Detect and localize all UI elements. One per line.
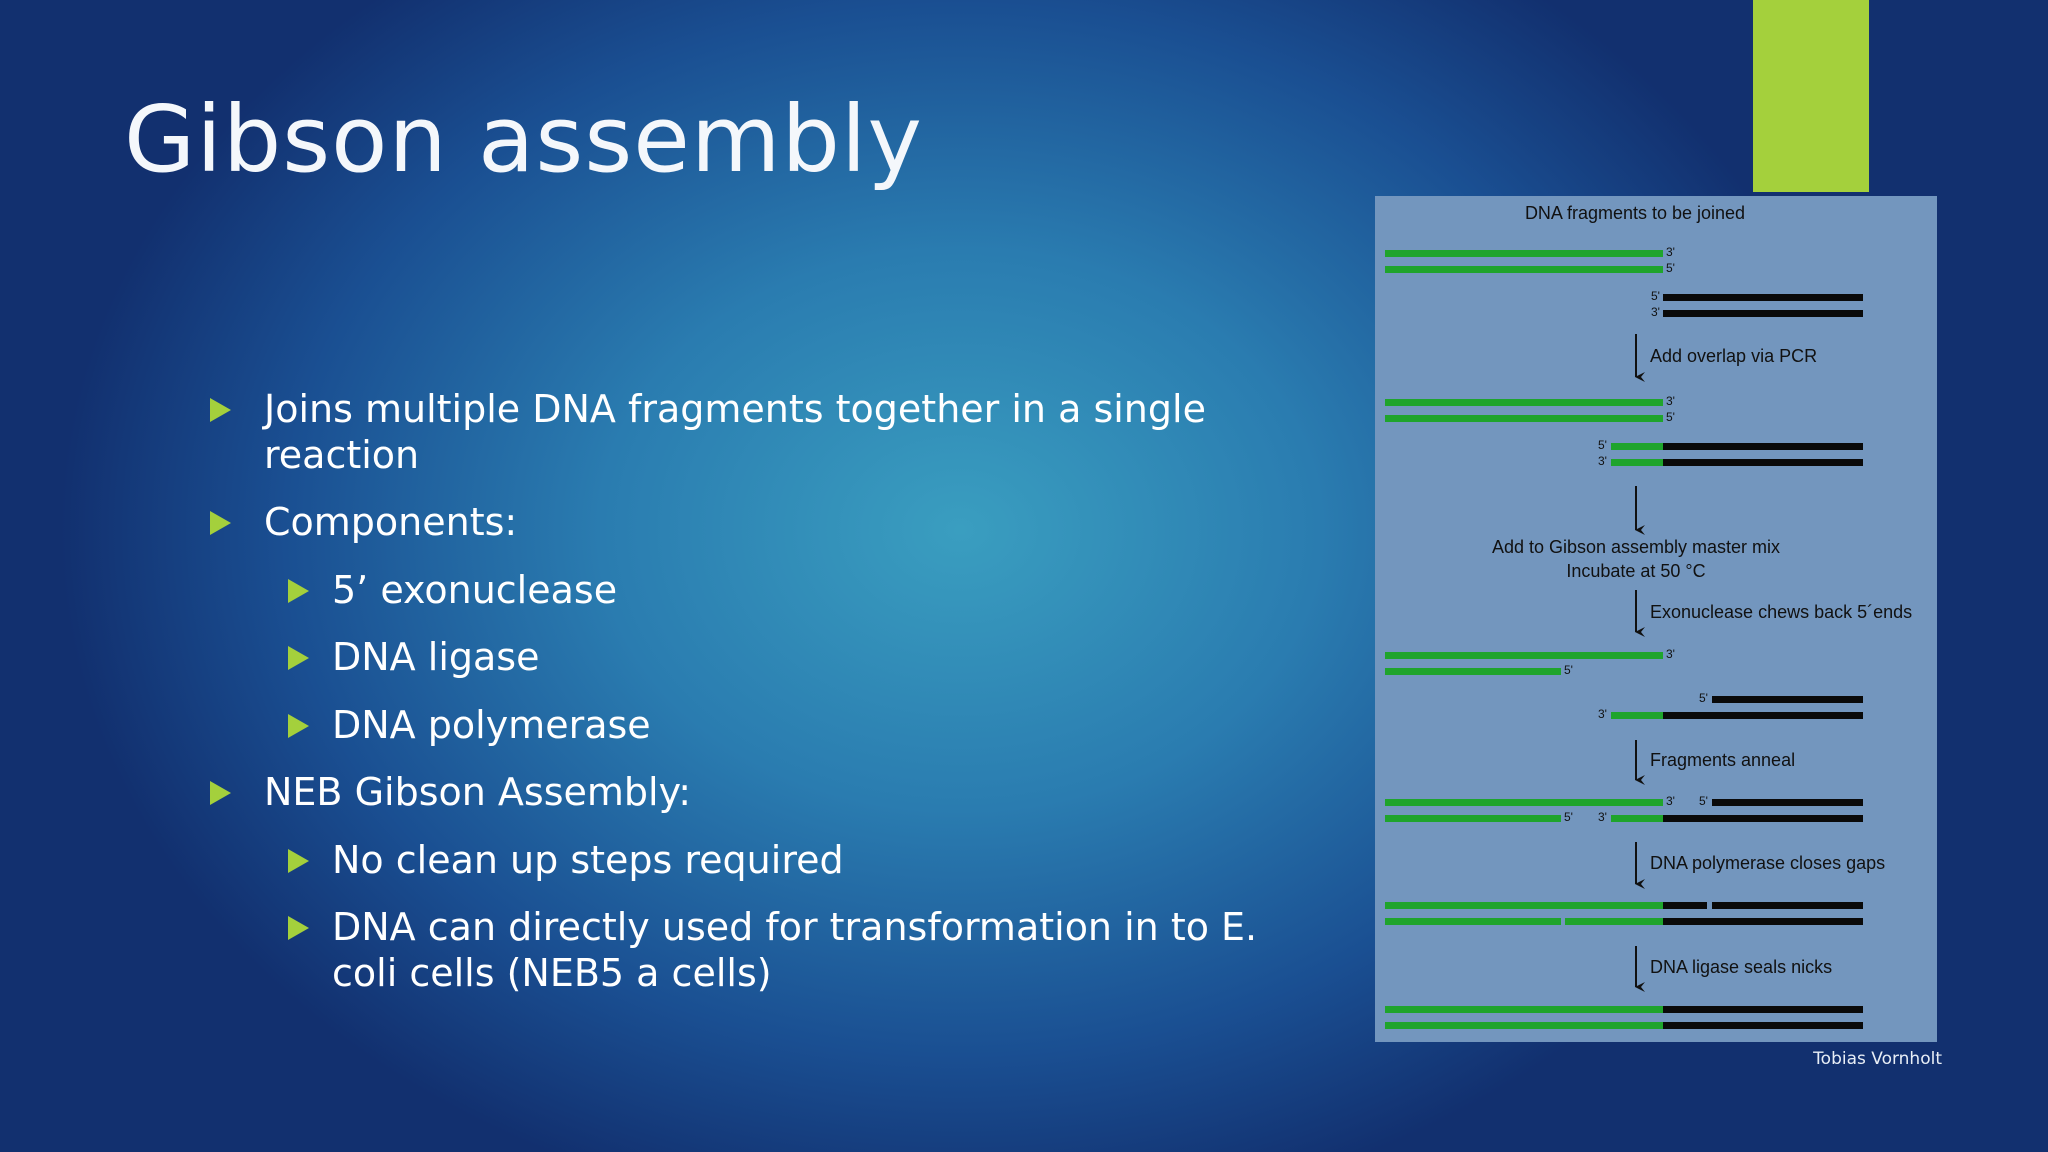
stage-sealed <box>1385 1006 1863 1029</box>
green-strand <box>1385 1022 1663 1029</box>
bullet-arrow-icon <box>288 579 309 603</box>
bullet-text: DNA can directly used for transformation… <box>332 905 1258 995</box>
green-strand <box>1385 815 1561 822</box>
end-label: 3' <box>1598 810 1607 824</box>
green-strand <box>1385 250 1663 257</box>
black-strand <box>1663 294 1863 301</box>
end-label: 5' <box>1564 663 1573 677</box>
step-label: Fragments anneal <box>1650 750 1795 770</box>
slide-title: Gibson assembly <box>124 86 923 193</box>
stage-gaps-closed <box>1385 902 1863 925</box>
green-overlap <box>1611 443 1663 450</box>
step-label: DNA ligase seals nicks <box>1650 957 1832 977</box>
end-label: 5' <box>1598 438 1607 452</box>
green-overlap <box>1611 815 1663 822</box>
bullet-arrow-icon <box>210 511 231 535</box>
bullet-item: Components: <box>210 499 1264 545</box>
black-strand <box>1712 696 1863 703</box>
black-strand <box>1663 459 1863 466</box>
green-strand <box>1385 918 1561 925</box>
green-strand <box>1385 902 1663 909</box>
green-strand <box>1565 918 1663 925</box>
bullet-item: Joins multiple DNA fragments together in… <box>210 386 1264 478</box>
black-strand <box>1663 902 1707 909</box>
end-label: 3' <box>1666 245 1675 259</box>
end-label: 3' <box>1666 794 1675 808</box>
black-strand <box>1712 902 1863 909</box>
end-label: 5' <box>1699 794 1708 808</box>
bullet-item: NEB Gibson Assembly: <box>210 769 1264 815</box>
sub-bullet-item: DNA polymerase <box>288 702 1332 748</box>
bullet-text: NEB Gibson Assembly: <box>264 770 692 814</box>
end-label: 3' <box>1598 454 1607 468</box>
step-label: Exonuclease chews back 5´ends <box>1650 602 1912 622</box>
green-overlap <box>1611 459 1663 466</box>
black-strand <box>1712 799 1863 806</box>
stage-chewed: 3' 5' 5' 3' <box>1385 647 1863 721</box>
green-strand <box>1385 799 1663 806</box>
end-label: 5' <box>1564 810 1573 824</box>
diagram-heading: DNA fragments to be joined <box>1525 203 1745 223</box>
end-label: 5' <box>1699 691 1708 705</box>
stage-overlap: 3' 5' 5' 3' <box>1385 394 1863 468</box>
bullet-text: DNA ligase <box>332 635 540 679</box>
green-strand <box>1385 668 1561 675</box>
bullet-text: 5’ exonuclease <box>332 568 618 612</box>
bullet-text: No clean up steps required <box>332 838 844 882</box>
stage-fragments: 3' 5' 5' 3' <box>1385 245 1863 319</box>
black-strand <box>1663 1022 1863 1029</box>
accent-bar <box>1753 0 1869 192</box>
green-strand <box>1385 266 1663 273</box>
end-label: 5' <box>1666 410 1675 424</box>
step-label: Incubate at 50 °C <box>1566 561 1705 581</box>
end-label: 3' <box>1651 305 1660 319</box>
black-strand <box>1663 815 1863 822</box>
step-label: Add to Gibson assembly master mix <box>1492 537 1780 557</box>
sub-bullet-item: DNA ligase <box>288 634 1332 680</box>
end-label: 3' <box>1666 647 1675 661</box>
step-label: Add overlap via PCR <box>1650 346 1817 366</box>
end-label: 3' <box>1666 394 1675 408</box>
image-credit: Tobias Vornholt <box>1813 1049 1942 1069</box>
sub-bullet-item: DNA can directly used for transformation… <box>288 904 1332 996</box>
bullet-list: Joins multiple DNA fragments together in… <box>210 386 1332 996</box>
bullet-arrow-icon <box>288 916 309 940</box>
green-strand <box>1385 415 1663 422</box>
stage-annealed: 3' 5' 5' 3' <box>1385 794 1863 824</box>
step-label: DNA polymerase closes gaps <box>1650 853 1885 873</box>
bullet-text: Components: <box>264 500 518 544</box>
end-label: 5' <box>1651 289 1660 303</box>
black-strand <box>1663 712 1863 719</box>
green-strand <box>1385 1006 1663 1013</box>
diagram-svg: DNA fragments to be joined 3' 5' 5' 3' A… <box>1385 203 1912 1029</box>
bullet-arrow-icon <box>288 646 309 670</box>
end-label: 3' <box>1598 707 1607 721</box>
black-strand <box>1663 310 1863 317</box>
black-strand <box>1663 1006 1863 1013</box>
bullet-arrow-icon <box>210 781 231 805</box>
end-label: 5' <box>1666 261 1675 275</box>
green-strand <box>1385 652 1663 659</box>
bullet-arrow-icon <box>288 714 309 738</box>
sub-bullet-item: No clean up steps required <box>288 837 1332 883</box>
gibson-assembly-diagram: DNA fragments to be joined 3' 5' 5' 3' A… <box>1375 196 1937 1042</box>
black-strand <box>1663 443 1863 450</box>
green-strand <box>1385 399 1663 406</box>
sub-bullet-item: 5’ exonuclease <box>288 567 1332 613</box>
bullet-text: DNA polymerase <box>332 703 651 747</box>
bullet-arrow-icon <box>288 849 309 873</box>
black-strand <box>1663 918 1863 925</box>
green-overlap <box>1611 712 1663 719</box>
bullet-text: Joins multiple DNA fragments together in… <box>264 387 1206 477</box>
bullet-arrow-icon <box>210 398 231 422</box>
